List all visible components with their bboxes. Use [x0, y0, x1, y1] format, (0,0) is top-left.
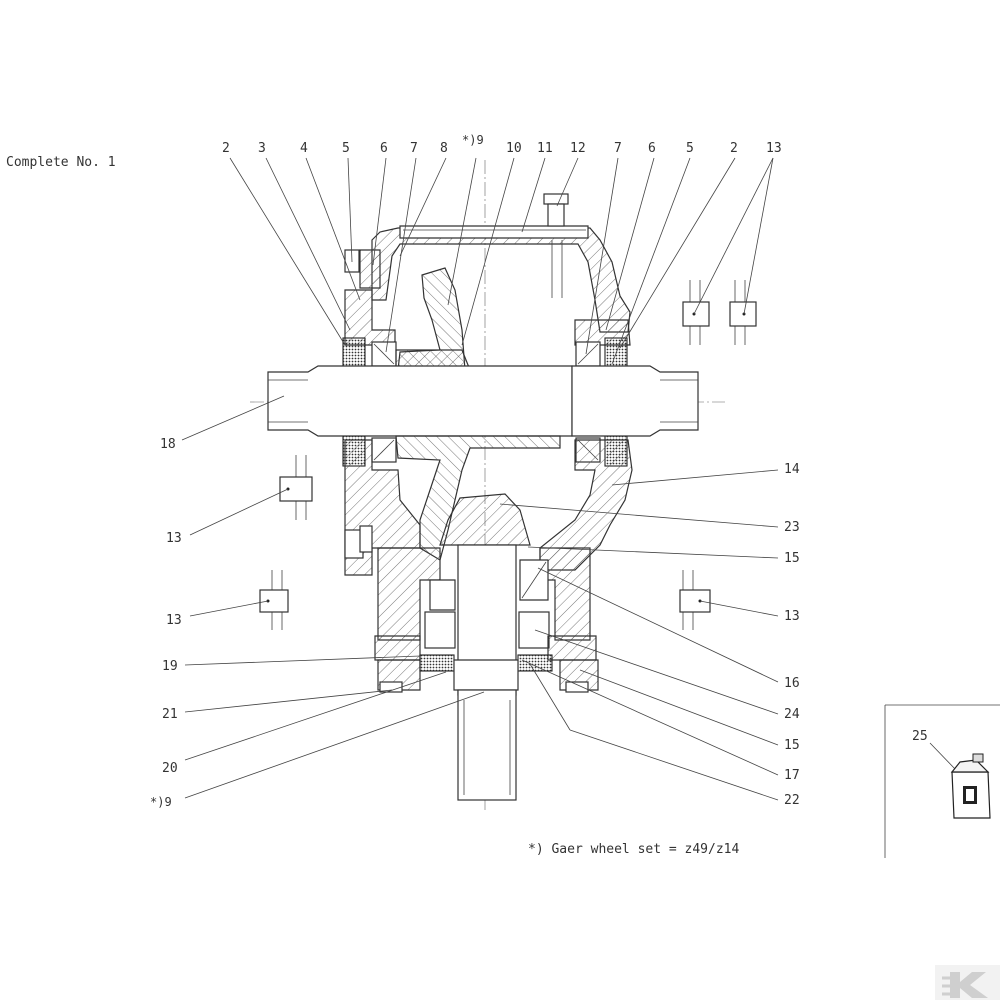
left-callouts: 18 13 13 19 21 20 *)9 [150, 437, 182, 809]
right-callouts: 14 23 15 13 16 24 15 17 22 [784, 462, 800, 808]
callout-top: 5 [686, 141, 694, 156]
callout-top: 6 [648, 141, 656, 156]
callout-top: 5 [342, 141, 350, 156]
callout-left: 20 [162, 761, 178, 776]
callout-top: 12 [570, 141, 586, 156]
top-callouts: 2 3 4 5 6 7 8 *)9 10 11 12 7 6 5 2 13 [222, 133, 782, 156]
callout-right: 15 [784, 738, 800, 753]
callout-top: 3 [258, 141, 266, 156]
callout-left: 18 [160, 437, 176, 452]
callout-top: 10 [506, 141, 522, 156]
footnote-text: *) Gaer wheel set = z49/z14 [528, 842, 739, 857]
callout-top: 11 [537, 141, 553, 156]
screw-detail-left-a [279, 455, 313, 520]
callout-left: *)9 [150, 795, 172, 809]
callout-top: 13 [766, 141, 782, 156]
callout-right: 15 [784, 551, 800, 566]
callout-top: *)9 [462, 133, 484, 147]
oil-canister-icon [950, 753, 991, 819]
callout-accessory: 25 [912, 729, 928, 744]
callout-top: 8 [440, 141, 448, 156]
callout-top: 7 [614, 141, 622, 156]
callout-top: 2 [730, 141, 738, 156]
callout-left: 21 [162, 707, 178, 722]
screw-detail-right [679, 570, 711, 630]
screw-detail-left-b [259, 570, 289, 630]
leader-lines [181, 157, 779, 801]
callout-left: 19 [162, 659, 178, 674]
page-title: Complete No. 1 [6, 155, 116, 170]
callout-top: 6 [380, 141, 388, 156]
callout-right: 17 [784, 768, 800, 783]
brand-logo [935, 965, 1000, 1000]
screw-detail-top-right-a [682, 280, 710, 345]
callout-left: 13 [166, 613, 182, 628]
callout-top: 7 [410, 141, 418, 156]
callout-top: 4 [300, 141, 308, 156]
callout-right: 24 [784, 707, 800, 722]
accessory-panel: 25 [884, 704, 1000, 858]
callout-right: 22 [784, 793, 800, 808]
callout-left: 13 [166, 531, 182, 546]
callout-right: 14 [784, 462, 800, 477]
callout-top: 2 [222, 141, 230, 156]
callout-right: 23 [784, 520, 800, 535]
screw-detail-top-right-b [729, 280, 757, 345]
gearbox-cross-section [250, 160, 725, 810]
callout-right: 13 [784, 609, 800, 624]
callout-right: 16 [784, 676, 800, 691]
